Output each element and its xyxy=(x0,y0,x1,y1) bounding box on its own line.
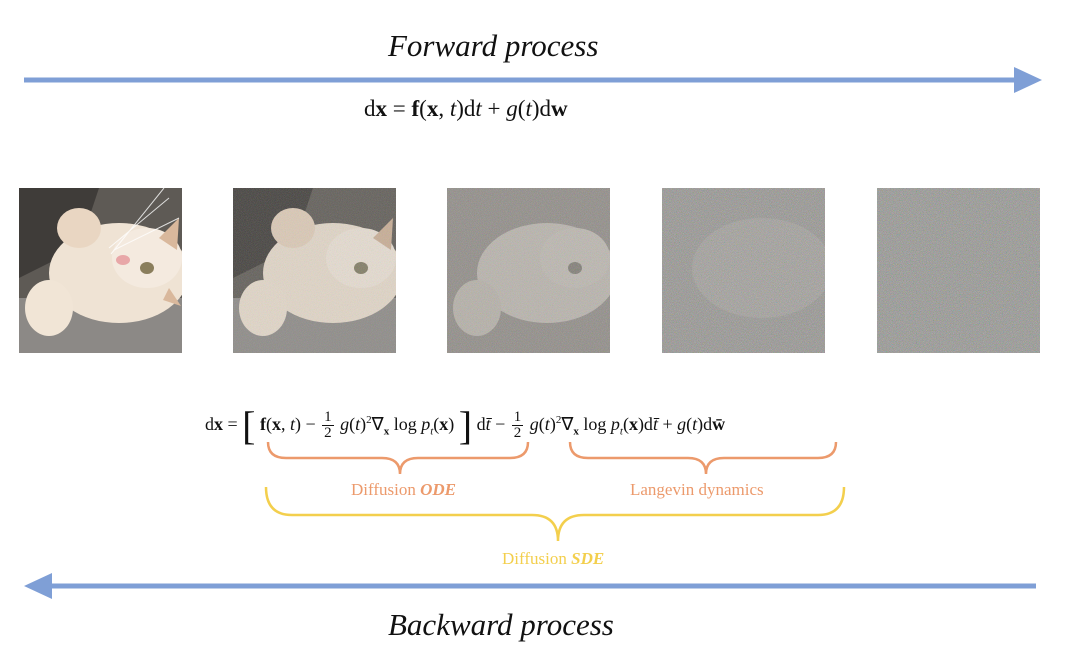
cat-image-noisy-1 xyxy=(233,188,396,353)
diffusion-sde-label: Diffusion SDE xyxy=(502,549,605,568)
cat-image-clean xyxy=(19,188,182,353)
pure-noise-image xyxy=(877,188,1040,353)
langevin-dynamics-label: Langevin dynamics xyxy=(630,480,764,499)
langevin-brace xyxy=(568,441,838,475)
eq-x: x xyxy=(375,96,388,121)
forward-arrow xyxy=(24,67,1042,93)
cat-image-noisy-2 xyxy=(447,188,610,353)
forward-sde-equation: dx = f(x, t)dt + g(t)dw xyxy=(364,96,568,121)
orange-braces xyxy=(266,441,838,475)
cat-image-noisy-3 xyxy=(662,188,825,353)
backward-process-title: Backward process xyxy=(388,607,614,642)
backward-arrow xyxy=(24,573,1036,599)
ode-brace xyxy=(266,441,530,475)
yellow-brace xyxy=(264,486,846,542)
diffusion-ode-label: Diffusion ODE xyxy=(351,480,457,499)
forward-process-title: Forward process xyxy=(388,28,599,63)
